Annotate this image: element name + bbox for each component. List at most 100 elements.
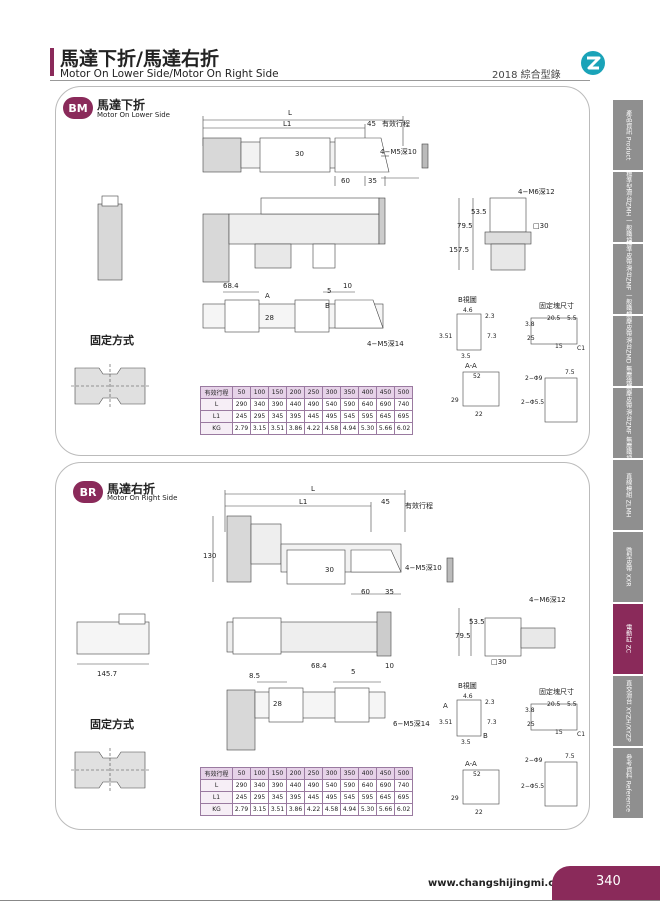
dim-m5-14-bm: 4−M5深14 <box>367 339 404 348</box>
drawing-br: L L1 45 有效行程 130 30 4−M5深10 60 35 145.7 … <box>71 485 585 816</box>
dim-25-br: 25 <box>527 721 535 728</box>
dim-45-bm: 45 <box>367 120 376 128</box>
spec-cell: 645 <box>376 410 395 423</box>
spec-header-cell: 100 <box>250 767 269 780</box>
side-tab-zmh[interactable]: 標準型滑台ZMH 一般鐵塊 <box>613 171 643 243</box>
dim-8-5-br: 8.5 <box>249 672 260 680</box>
dim-4-6-bm: 4.6 <box>463 307 473 314</box>
spec-cell: 740 <box>394 398 413 411</box>
spec-header-cell: 100 <box>250 386 269 399</box>
spec-cell: 695 <box>394 791 413 804</box>
side-tab-label: 產品資訊 Product <box>624 109 632 161</box>
spec-cell: 540 <box>322 398 341 411</box>
spec-cell: 695 <box>394 410 413 423</box>
side-tab-zmf-clean[interactable]: 無塵皮帶滑台ZMF 無塵鐵塊 <box>613 384 643 462</box>
spec-header-cell: 500 <box>394 386 413 399</box>
spec-cell: 590 <box>340 779 359 792</box>
side-tab-reference[interactable]: 參考資料 Reference <box>613 748 643 818</box>
dim-35-br: 35 <box>385 588 394 596</box>
dim-5-5-bm: 5.5 <box>567 315 577 322</box>
spec-cell: 640 <box>358 779 377 792</box>
label-fix-block-br: 固定塊尺寸 <box>539 687 574 696</box>
dim-25-bm: 25 <box>527 335 535 342</box>
spec-cell: L <box>200 779 233 792</box>
spec-header-cell: 有效行程 <box>200 386 233 399</box>
side-tab-label: 標準皮帶滑台ZMF 一般鐵塊 <box>624 240 632 318</box>
dim-20-5-br: 20.5 <box>547 701 561 708</box>
side-tab-label: 電動缸 ZC <box>624 624 632 654</box>
spec-cell: 295 <box>250 410 269 423</box>
dim-phi9-br: 2−Φ9 <box>525 757 543 764</box>
spec-cell: 6.02 <box>394 803 413 816</box>
dim-stroke-bm: 有效行程 <box>382 119 410 128</box>
dim-35-bm: 35 <box>368 177 377 185</box>
dim-52-bm: 52 <box>473 373 481 380</box>
dim-2-3-bm: 2.3 <box>485 313 495 320</box>
dim-15-br: 15 <box>555 729 563 736</box>
dim-10-br: 10 <box>385 662 394 670</box>
dim-30-br: 30 <box>325 566 334 574</box>
spec-cell: 5.30 <box>358 803 377 816</box>
label-b-view-bm: B視圖 <box>458 295 477 304</box>
spec-header-cell: 300 <box>322 767 341 780</box>
dim-15-bm: 15 <box>555 343 563 350</box>
spec-cell: L <box>200 398 233 411</box>
spec-header-cell: 150 <box>268 767 287 780</box>
spec-cell: 440 <box>286 779 305 792</box>
spec-cell: 3.15 <box>250 803 269 816</box>
table-row: L1 245 295 345 395 445 495 545 595 645 6… <box>200 410 413 423</box>
side-tab-zmf[interactable]: 標準皮帶滑台ZMF 一般鐵塊 <box>613 240 643 318</box>
side-tab-zmd[interactable]: 無塵皮帶滑台ZMD 無塵鐵塊 <box>613 312 643 390</box>
spec-cell: 690 <box>376 398 395 411</box>
spec-header-cell: 50 <box>232 386 251 399</box>
drawing-bm: L L1 45 有效行程 30 4−M5深10 60 35 4−M6深12 79… <box>71 109 585 423</box>
table-row: L 290 340 390 440 490 540 590 640 690 74… <box>200 398 413 411</box>
spec-cell: 290 <box>232 779 251 792</box>
spec-cell: 4.94 <box>340 803 359 816</box>
spec-cell: L1 <box>200 410 233 423</box>
spec-cell: 490 <box>304 779 323 792</box>
section-title-bm: 馬達下折 <box>97 98 146 112</box>
spec-header-cell: 有效行程 <box>200 767 233 780</box>
dim-60-br: 60 <box>361 588 370 596</box>
dim-stroke-br: 有效行程 <box>405 501 433 510</box>
spec-cell: 590 <box>340 398 359 411</box>
page-subtitle: Motor On Lower Side/Motor On Right Side <box>60 68 279 80</box>
spec-cell: 390 <box>268 779 287 792</box>
spec-header-cell: 500 <box>394 767 413 780</box>
spec-cell: 445 <box>304 410 323 423</box>
spec-cell: KG <box>200 803 233 816</box>
dim-53-5-br: 53.5 <box>469 618 485 626</box>
spec-cell: 2.79 <box>232 422 251 435</box>
dim-3-8-br: 3.8 <box>525 707 535 714</box>
dim-3-51-br: 3.51 <box>439 719 453 726</box>
spec-cell: 395 <box>286 410 305 423</box>
section-subtitle-bm: Motor On Lower Side <box>97 111 170 119</box>
side-tab-zc[interactable]: 電動缸 ZC <box>613 604 643 674</box>
spec-cell: 5.66 <box>376 803 395 816</box>
dim-3-5-bm: 3.5 <box>461 353 471 360</box>
spec-cell: 4.22 <box>304 422 323 435</box>
spec-header-cell: 450 <box>376 767 395 780</box>
spec-cell: 545 <box>340 410 359 423</box>
spec-cell: KG <box>200 422 233 435</box>
spec-header-cell: 250 <box>304 767 323 780</box>
side-tab-zlmh[interactable]: 直線模組 ZLMH <box>613 460 643 530</box>
spec-cell: 5.66 <box>376 422 395 435</box>
spec-cell: 4.22 <box>304 803 323 816</box>
side-tab-xxr[interactable]: 微型皮帶 XXR <box>613 532 643 602</box>
side-tab-product[interactable]: 產品資訊 Product <box>613 100 643 170</box>
spec-header-cell: 150 <box>268 386 287 399</box>
footer-url[interactable]: www.changshijingmi.com <box>428 878 572 889</box>
dim-l-br: L <box>311 485 315 493</box>
spec-cell: 3.51 <box>268 803 287 816</box>
label-b-br: B <box>483 732 488 740</box>
spec-cell: 545 <box>340 791 359 804</box>
dim-157-5-bm: 157.5 <box>449 246 469 254</box>
side-tab-xyz[interactable]: 直交滑台 XYZH/XYZP <box>613 676 643 746</box>
section-title-br: 馬達右折 <box>107 482 156 496</box>
spec-cell: 3.15 <box>250 422 269 435</box>
dim-sq30-bm: □30 <box>533 222 549 230</box>
spec-header-cell: 400 <box>358 386 377 399</box>
side-tab-label: 直交滑台 XYZH/XYZP <box>624 680 632 742</box>
